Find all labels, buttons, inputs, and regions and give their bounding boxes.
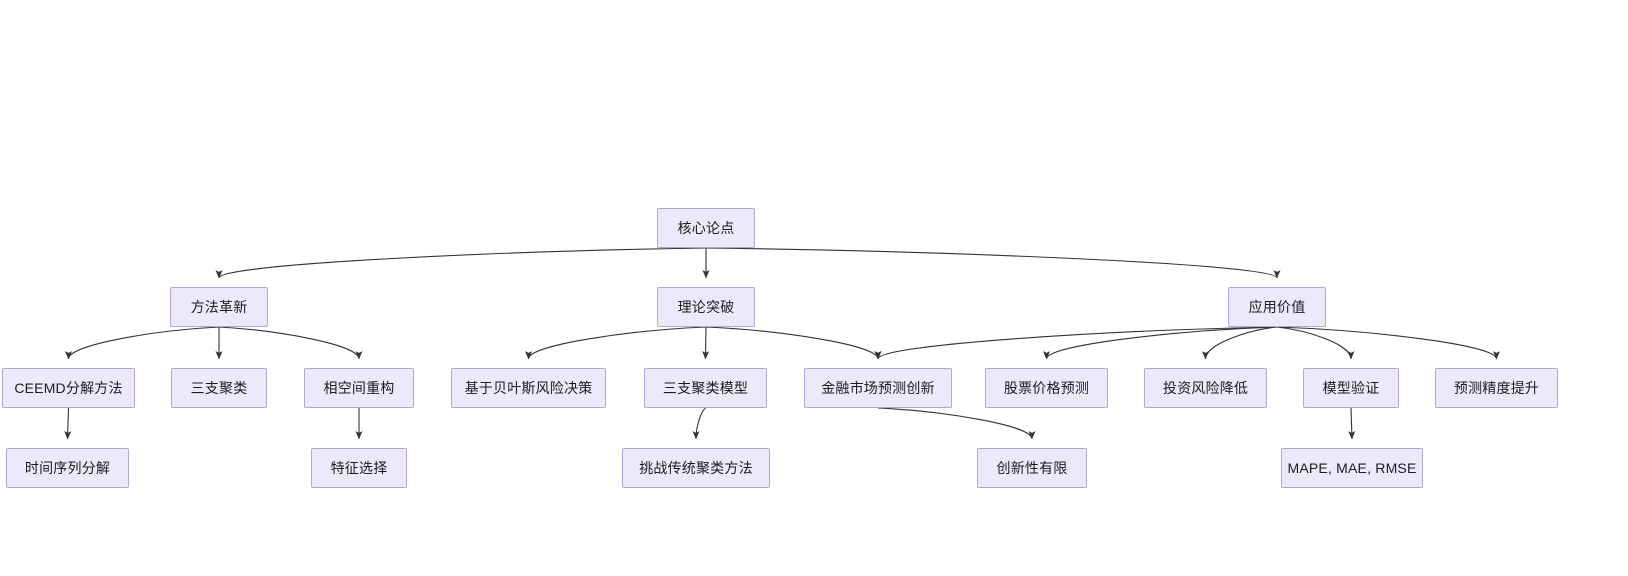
node-label: 相空间重构 — [323, 380, 395, 396]
edge-l1b-to-l2e — [702, 326, 710, 360]
node-l2i[interactable]: 模型验证 — [1303, 368, 1399, 408]
node-l2d[interactable]: 基于贝叶斯风险决策 — [451, 368, 606, 408]
node-l2b[interactable]: 三支聚类 — [171, 368, 267, 408]
edge-l2f-to-l3d — [877, 407, 1036, 440]
node-l2j[interactable]: 预测精度提升 — [1435, 368, 1558, 408]
node-l1a[interactable]: 方法革新 — [170, 287, 268, 327]
edge-l1c-to-l2h — [1202, 326, 1278, 360]
edge-l1a-to-l2a — [65, 326, 220, 360]
node-label: 挑战传统聚类方法 — [639, 460, 753, 476]
node-l3b[interactable]: 特征选择 — [311, 448, 407, 488]
edge-paths — [64, 247, 1500, 440]
node-label: CEEMD分解方法 — [14, 380, 123, 396]
edge-l1b-to-l2f — [705, 326, 882, 360]
edge-l1a-to-l2c — [218, 326, 363, 360]
edge-l1c-to-l2g — [1043, 326, 1278, 360]
node-l2a[interactable]: CEEMD分解方法 — [2, 368, 135, 408]
node-label: 应用价值 — [1248, 299, 1306, 315]
node-label: 方法革新 — [190, 299, 248, 315]
node-label: 特征选择 — [330, 460, 388, 476]
node-l2f[interactable]: 金融市场预测创新 — [804, 368, 952, 408]
edge-l1c-to-l2j — [1276, 326, 1500, 360]
edge-root-to-l1a — [215, 247, 707, 279]
edge-root-to-l1c — [705, 247, 1281, 279]
node-label: 三支聚类模型 — [662, 380, 749, 396]
edge-l1b-to-l2d — [525, 326, 707, 360]
edge-l2i-to-l3e — [1348, 407, 1356, 440]
node-l2e[interactable]: 三支聚类模型 — [644, 368, 767, 408]
node-l3d[interactable]: 创新性有限 — [977, 448, 1087, 488]
node-l2h[interactable]: 投资风险降低 — [1144, 368, 1267, 408]
node-l1b[interactable]: 理论突破 — [657, 287, 755, 327]
node-l3a[interactable]: 时间序列分解 — [6, 448, 129, 488]
node-label: 股票价格预测 — [1003, 380, 1090, 396]
node-label: 时间序列分解 — [24, 460, 111, 476]
node-label: 模型验证 — [1322, 380, 1380, 396]
edge-l1c-to-l2f — [874, 326, 1278, 360]
node-label: MAPE, MAE, RMSE — [1287, 460, 1417, 476]
node-label: 基于贝叶斯风险决策 — [464, 380, 593, 396]
node-l2g[interactable]: 股票价格预测 — [985, 368, 1108, 408]
node-label: 金融市场预测创新 — [821, 380, 935, 396]
node-root[interactable]: 核心论点 — [657, 208, 755, 248]
edge-l2a-to-l3a — [64, 407, 72, 440]
edge-l2e-to-l3c — [692, 407, 706, 440]
edge-l1c-to-l2i — [1276, 326, 1355, 360]
node-label: 理论突破 — [677, 299, 735, 315]
node-label: 预测精度提升 — [1453, 380, 1540, 396]
node-label: 投资风险降低 — [1162, 380, 1249, 396]
node-label: 三支聚类 — [190, 380, 248, 396]
node-label: 核心论点 — [677, 220, 735, 236]
node-label: 创新性有限 — [996, 460, 1068, 476]
node-l2c[interactable]: 相空间重构 — [304, 368, 414, 408]
node-l3e[interactable]: MAPE, MAE, RMSE — [1281, 448, 1423, 488]
node-l1c[interactable]: 应用价值 — [1228, 287, 1326, 327]
node-l3c[interactable]: 挑战传统聚类方法 — [622, 448, 770, 488]
